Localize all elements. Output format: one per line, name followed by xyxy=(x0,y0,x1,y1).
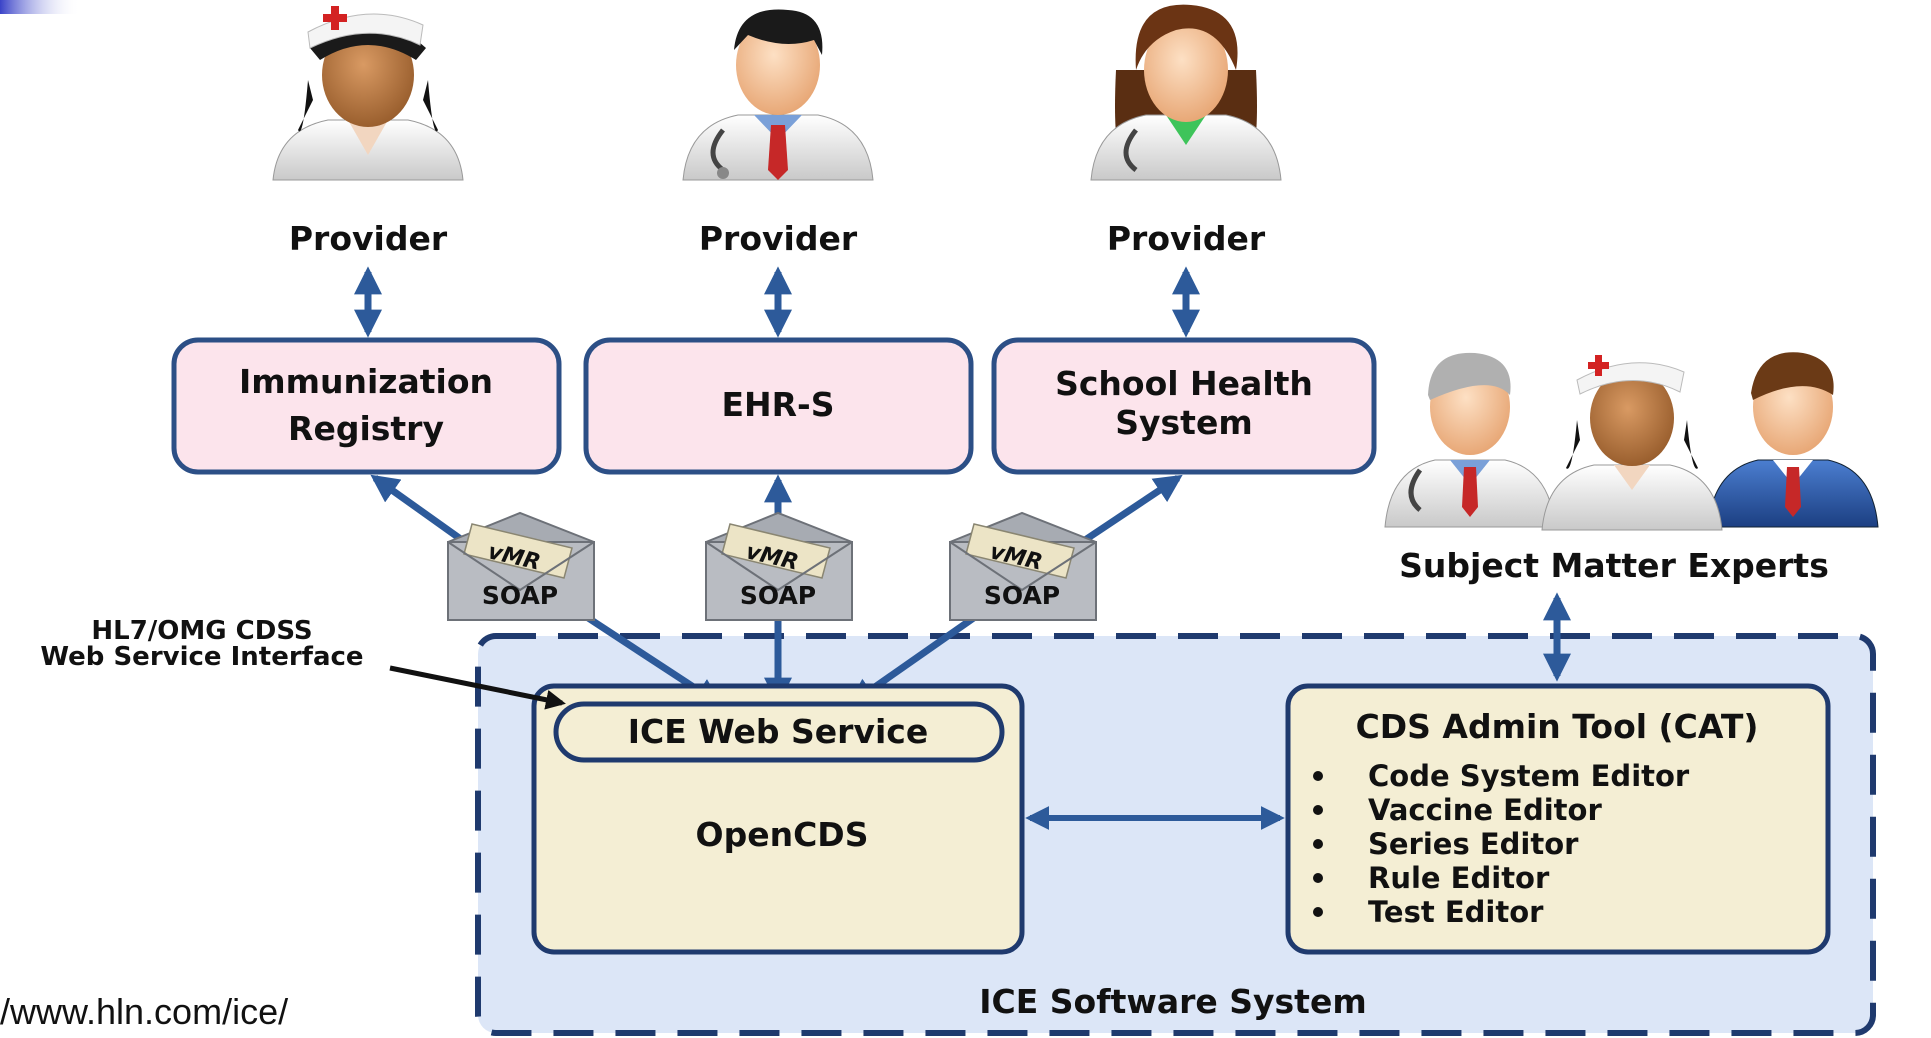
cat-item-bullet xyxy=(1313,839,1323,849)
provider-label-2: Provider xyxy=(699,219,858,258)
corner-logo-icon xyxy=(0,0,80,14)
immunization-registry-box: Immunization Registry xyxy=(171,337,562,475)
envelope-soap-3: SOAP xyxy=(984,581,1060,610)
arrow-to-registry xyxy=(370,474,465,543)
experts-group-icon xyxy=(1384,352,1879,531)
doctor-icon xyxy=(682,9,874,181)
svg-text:Immunization: Immunization xyxy=(239,362,493,401)
source-url: /www.hln.com/ice/ xyxy=(0,991,288,1032)
cat-item-bullet xyxy=(1313,873,1323,883)
svg-text:School Health: School Health xyxy=(1055,364,1313,403)
cat-item-bullet xyxy=(1313,771,1323,781)
cat-item: Rule Editor xyxy=(1368,861,1550,895)
ice-software-system-label: ICE Software System xyxy=(979,982,1366,1021)
svg-text:System: System xyxy=(1115,403,1252,442)
subject-matter-experts-label: Subject Matter Experts xyxy=(1399,546,1829,585)
ehr-box: EHR-S xyxy=(583,337,974,475)
envelope-icon: vMR SOAP xyxy=(447,511,595,621)
arrow-to-school xyxy=(1083,474,1183,543)
opencds-label: OpenCDS xyxy=(696,815,869,854)
callout-pointer-arrow xyxy=(389,665,566,710)
cat-item: Code System Editor xyxy=(1368,759,1690,793)
female-doctor-icon xyxy=(1090,4,1282,181)
interface-callout-line1: HL7/OMG CDSS xyxy=(91,616,312,646)
svg-text:EHR-S: EHR-S xyxy=(721,385,834,424)
ice-web-service-pill xyxy=(553,701,1005,763)
cat-title: CDS Admin Tool (CAT) xyxy=(1356,707,1759,746)
envelope-soap-1: SOAP xyxy=(482,581,558,610)
cat-item-bullet xyxy=(1313,805,1323,815)
provider-label-3: Provider xyxy=(1107,219,1266,258)
svg-text:Registry: Registry xyxy=(288,409,444,448)
cat-item: Test Editor xyxy=(1368,895,1544,929)
cat-item: Series Editor xyxy=(1368,827,1579,861)
school-health-box: School Health System xyxy=(991,337,1377,475)
cat-box: CDS Admin Tool (CAT) Code System EditorV… xyxy=(1285,683,1831,955)
envelope-icon: vMR SOAP xyxy=(705,511,853,621)
opencds-box: ICE Web Service OpenCDS xyxy=(531,683,1025,955)
cat-item: Vaccine Editor xyxy=(1368,793,1602,827)
cat-item-bullet xyxy=(1313,907,1323,917)
interface-callout-line2: Web Service Interface xyxy=(40,642,363,672)
provider-label-1: Provider xyxy=(289,219,448,258)
envelope-icon: vMR SOAP xyxy=(949,511,1097,621)
nurse-icon xyxy=(272,6,464,181)
ice-web-service-label: ICE Web Service xyxy=(628,712,928,751)
envelope-soap-2: SOAP xyxy=(740,581,816,610)
